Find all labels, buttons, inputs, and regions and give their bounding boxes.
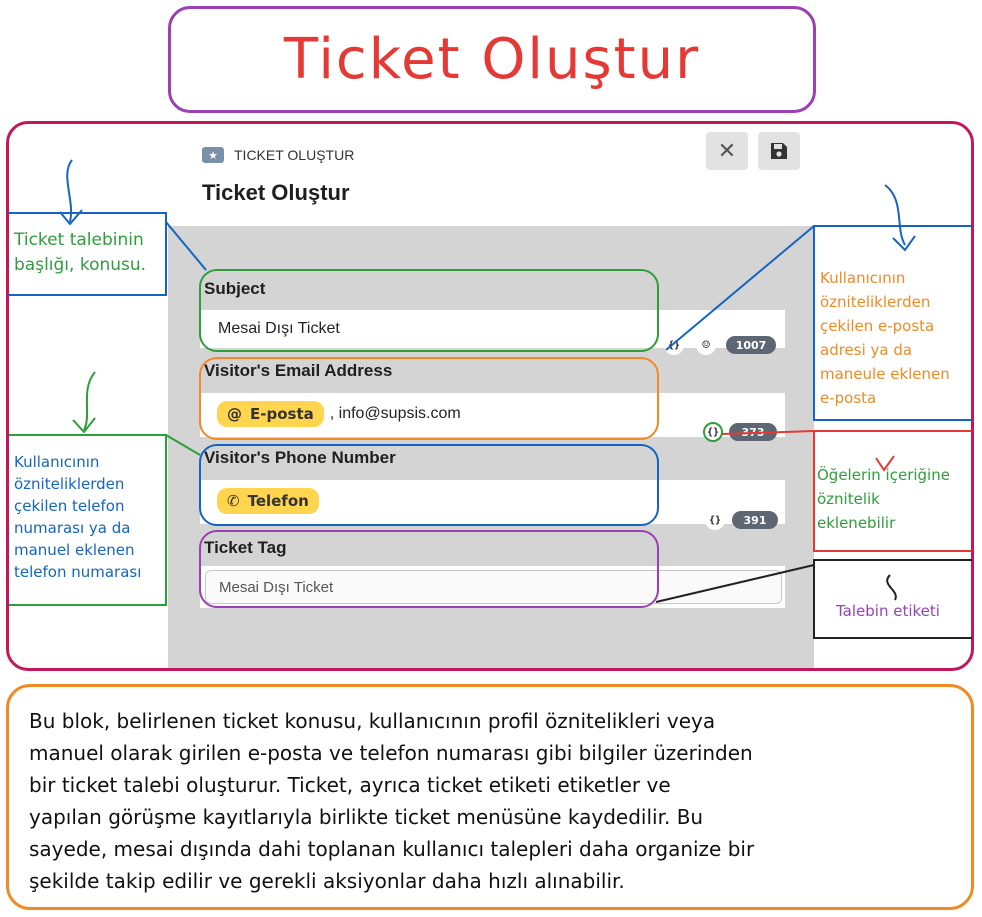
tag-annotation: Talebin etiketi — [836, 602, 940, 620]
ticket-tag-input[interactable]: Mesai Dışı Ticket — [205, 570, 782, 604]
phone-pill-label: Telefon — [247, 492, 309, 510]
title-box: Ticket Oluştur — [168, 6, 816, 113]
email-annotation-line: çekilen e-posta — [820, 317, 935, 335]
close-button[interactable]: ✕ — [706, 132, 748, 170]
save-icon — [771, 143, 787, 159]
phone-char-count: 391 — [732, 511, 778, 529]
phone-label: Visitor's Phone Number — [204, 448, 396, 467]
phone-annotation-line: numarası ya da — [14, 519, 131, 537]
email-annotation-line: e-posta — [820, 389, 877, 407]
phone-attribute-pill[interactable]: ✆ Telefon — [217, 488, 319, 514]
description-line: bir ticket talebi oluşturur. Ticket, ayr… — [29, 773, 671, 797]
email-annotation-line: özniteliklerden — [820, 293, 931, 311]
ticket-tag-label: Ticket Tag — [204, 538, 287, 557]
attribute-annotation: Öğelerin içeriğine öznitelik eklenebilir — [817, 463, 950, 535]
description-line: şekilde takip edilir ve gerekli aksiyonl… — [29, 869, 625, 893]
email-pill-label: E-posta — [250, 405, 314, 423]
phone-annotation-line: Kullanıcının — [14, 453, 100, 471]
email-annotation-line: maneule eklenen — [820, 365, 950, 383]
subject-value: Mesai Dışı Ticket — [218, 320, 340, 337]
attribute-annotation-line: öznitelik — [817, 490, 880, 508]
phone-annotation-line: manuel eklenen — [14, 541, 135, 559]
description-line: Bu blok, belirlenen ticket konusu, kulla… — [29, 709, 716, 733]
breadcrumb: ★ TICKET OLUŞTUR — [202, 145, 354, 165]
phone-annotation-line: telefon numarası — [14, 563, 142, 581]
star-icon: ★ — [202, 147, 224, 163]
tag-highlight — [199, 530, 659, 608]
emoji-icon[interactable]: ☺ — [696, 335, 716, 355]
description-line: yapılan görüşme kayıtlarıyla birlikte ti… — [29, 805, 704, 829]
subject-char-count: 1007 — [726, 336, 776, 354]
breadcrumb-label: TICKET OLUŞTUR — [234, 147, 355, 163]
description-box: Bu blok, belirlenen ticket konusu, kulla… — [6, 684, 974, 910]
email-label: Visitor's Email Address — [204, 361, 393, 380]
at-icon: @ — [227, 405, 242, 423]
email-annotation-line: adresi ya da — [820, 341, 913, 359]
description-line: sayede, mesai dışında dahi toplanan kull… — [29, 837, 755, 861]
subject-annotation: Ticket talebinin başlığı, konusu. — [14, 228, 146, 278]
description-text: Bu blok, belirlenen ticket konusu, kulla… — [29, 705, 951, 897]
email-value: , info@supsis.com — [329, 405, 461, 422]
attribute-icon[interactable]: {} — [703, 422, 723, 442]
page-title: Ticket Oluştur — [283, 27, 701, 92]
attribute-icon[interactable]: {} — [705, 510, 725, 530]
subject-annotation-line: başlığı, konusu. — [14, 255, 147, 275]
email-annotation-line: Kullanıcının — [820, 269, 906, 287]
screenshot-frame — [6, 121, 974, 671]
save-button[interactable] — [758, 132, 800, 170]
email-highlight — [199, 357, 659, 440]
ticket-tag-placeholder: Mesai Dışı Ticket — [219, 578, 334, 596]
subject-input[interactable] — [200, 310, 785, 348]
phone-icon: ✆ — [227, 492, 240, 510]
phone-annotation-line: çekilen telefon — [14, 497, 125, 515]
phone-annotation-line: özniteliklerden — [14, 475, 125, 493]
subject-annotation-line: Ticket talebinin — [14, 230, 144, 250]
attribute-annotation-line: Öğelerin içeriğine — [817, 466, 950, 484]
panel-title: Ticket Oluştur — [202, 180, 350, 205]
email-annotation: Kullanıcının özniteliklerden çekilen e-p… — [820, 266, 950, 410]
subject-label: Subject — [204, 279, 266, 298]
attribute-annotation-line: eklenebilir — [817, 514, 896, 532]
subject-highlight — [199, 269, 659, 352]
phone-highlight — [199, 444, 659, 526]
close-icon: ✕ — [717, 138, 737, 164]
email-attribute-pill[interactable]: @ E-posta — [217, 401, 324, 427]
phone-annotation: Kullanıcının özniteliklerden çekilen tel… — [14, 451, 141, 583]
description-line: manuel olarak girilen e-posta ve telefon… — [29, 741, 753, 765]
